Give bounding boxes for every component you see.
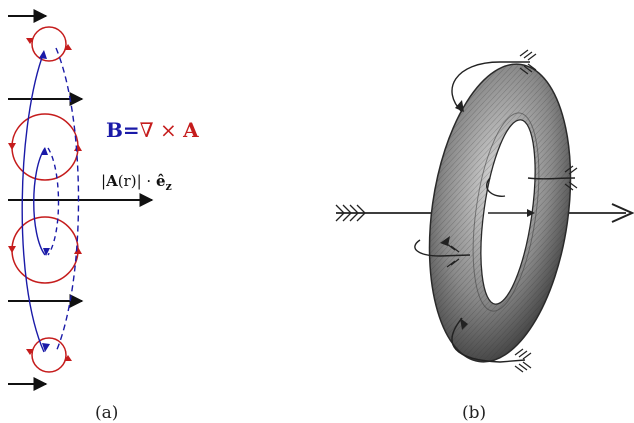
curl-circle-1 bbox=[31, 26, 67, 62]
curl-circle-4 bbox=[31, 337, 67, 373]
caption-a: (a) bbox=[95, 403, 119, 423]
field-line-arrowheads bbox=[39, 50, 50, 352]
caption-b: (b) bbox=[462, 403, 487, 423]
formula-b-times: × bbox=[153, 118, 184, 142]
inner-curl bbox=[486, 177, 506, 197]
inner-field-line-dashed bbox=[47, 147, 60, 256]
axis-arrowhead bbox=[611, 203, 634, 223]
arrow-tips bbox=[440, 100, 535, 330]
formula-a-unit: ê bbox=[155, 172, 166, 190]
inner-field-line bbox=[33, 147, 46, 256]
formula-a-abs-open: | bbox=[101, 172, 107, 190]
curl-formula: B=∇ × A bbox=[106, 118, 199, 142]
formula-a-vec: A bbox=[106, 172, 118, 190]
panel-b bbox=[335, 49, 634, 373]
formula-a-arg: (r) bbox=[117, 172, 137, 190]
torus-field-arrows bbox=[414, 61, 576, 363]
formula-a-sub: z bbox=[165, 180, 172, 193]
formula-b-nabla: ∇ bbox=[139, 118, 154, 142]
axis-fletching bbox=[335, 204, 366, 222]
hole-arrow-right bbox=[527, 177, 576, 180]
field-lines bbox=[21, 47, 80, 353]
formula-b-rhs: A bbox=[183, 118, 199, 142]
vector-potential-arrows bbox=[8, 9, 154, 391]
formula-b-lhs: B bbox=[106, 118, 123, 142]
bottom-loop-arrow bbox=[451, 317, 526, 363]
outer-field-line-dashed bbox=[55, 47, 80, 353]
panel-a bbox=[8, 9, 154, 391]
formula-a-dot: · bbox=[141, 172, 156, 190]
top-loop-arrow bbox=[451, 61, 530, 113]
torus-hole bbox=[480, 119, 536, 305]
potential-formula: |A(r)| · êz bbox=[101, 172, 172, 193]
formula-b-eq: = bbox=[122, 118, 140, 142]
hole-arrow-left bbox=[414, 239, 471, 257]
formula-a-abs-close: | bbox=[136, 172, 142, 190]
feather-marks bbox=[446, 49, 578, 373]
outer-field-line bbox=[21, 51, 45, 353]
